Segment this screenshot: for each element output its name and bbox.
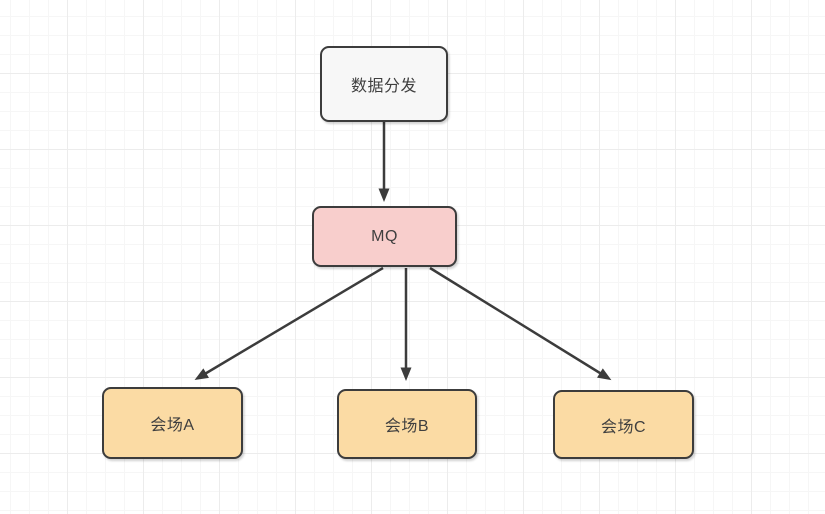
node-venue-a[interactable]: 会场A bbox=[102, 387, 243, 459]
node-data-distribution[interactable]: 数据分发 bbox=[320, 46, 448, 122]
node-venue-a-label: 会场A bbox=[150, 417, 195, 434]
edge-mq-to-venue-c[interactable] bbox=[429, 266, 612, 381]
node-venue-c-label: 会场C bbox=[600, 418, 647, 436]
edge-mq-to-venue-a[interactable] bbox=[194, 266, 384, 381]
node-mq[interactable]: MQ bbox=[312, 206, 457, 267]
node-data-distribution-label: 数据分发 bbox=[350, 78, 417, 95]
node-mq-label: MQ bbox=[371, 227, 398, 245]
node-venue-b[interactable]: 会场B bbox=[337, 389, 477, 459]
node-venue-b-label: 会场B bbox=[384, 418, 430, 435]
node-venue-c[interactable]: 会场C bbox=[553, 390, 694, 459]
